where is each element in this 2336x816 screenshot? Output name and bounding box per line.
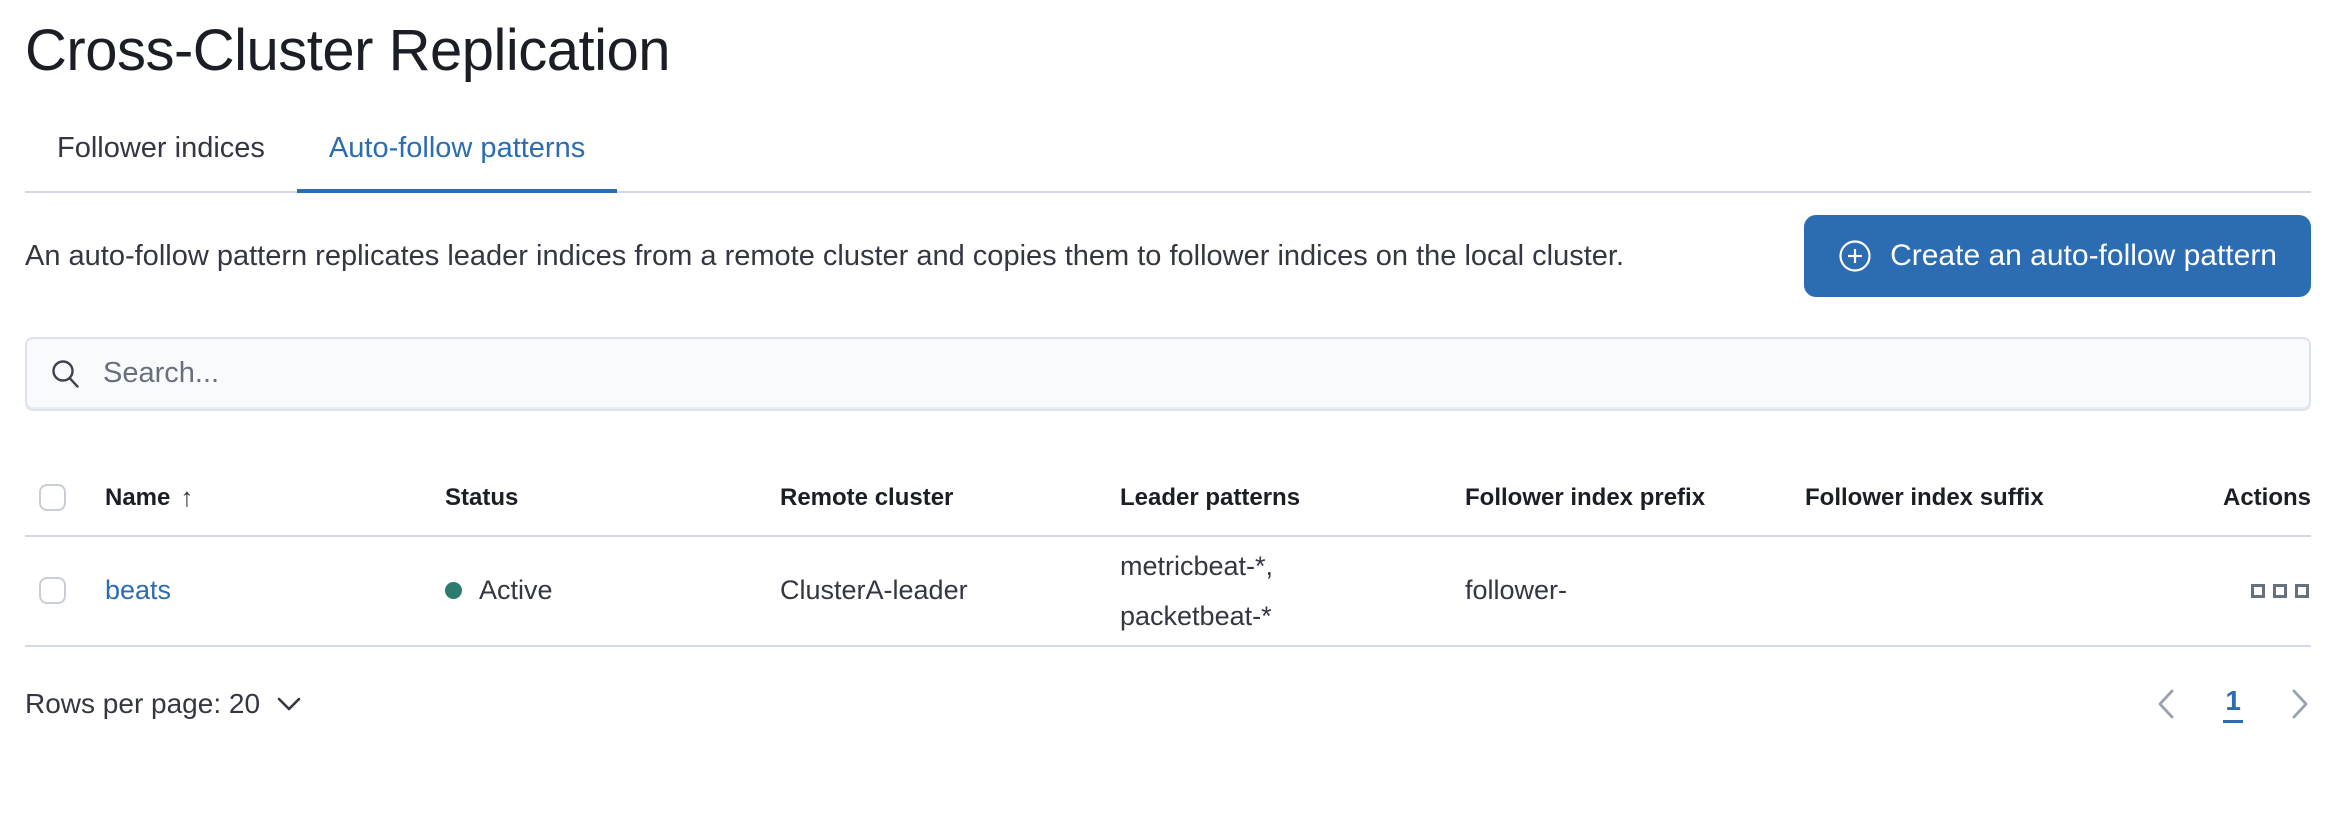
chevron-left-icon: [2155, 687, 2177, 721]
leader-pattern-line: metricbeat-*,: [1120, 550, 1274, 581]
boxes-horizontal-icon: [2251, 583, 2309, 598]
cell-name: beats: [105, 575, 445, 606]
next-page-button[interactable]: [2289, 687, 2311, 721]
row-select-cell: [25, 577, 105, 605]
select-all-checkbox[interactable]: [39, 484, 66, 512]
auto-follow-patterns-table: Name ↑ Status Remote cluster Leader patt…: [25, 461, 2311, 723]
select-row-checkbox[interactable]: [39, 577, 66, 605]
table-row: beats Active ClusterA-leader metricbeat-…: [25, 537, 2311, 647]
row-actions-button[interactable]: [2249, 580, 2311, 602]
cell-actions: [2150, 580, 2311, 602]
column-header-remote-cluster: Remote cluster: [780, 483, 954, 511]
cell-follower-index-prefix: follower-: [1465, 575, 1568, 606]
description-text: An auto-follow pattern replicates leader…: [25, 239, 1625, 272]
pagination: 1: [2155, 685, 2311, 723]
column-header-name-label: Name: [105, 483, 171, 511]
column-header-name[interactable]: Name ↑: [105, 482, 445, 513]
table-footer: Rows per page: 20 1: [25, 647, 2311, 723]
intro-section: An auto-follow pattern replicates leader…: [25, 214, 2311, 297]
column-header-follower-index-prefix: Follower index prefix: [1465, 483, 1706, 511]
sort-ascending-arrow-icon: ↑: [180, 482, 194, 513]
cell-remote-cluster: ClusterA-leader: [780, 575, 968, 606]
column-header-status: Status: [445, 483, 519, 511]
create-auto-follow-pattern-button[interactable]: Create an auto-follow pattern: [1804, 214, 2311, 297]
previous-page-button[interactable]: [2155, 687, 2177, 721]
create-button-label: Create an auto-follow pattern: [1890, 238, 2277, 272]
column-header-actions: Actions: [2222, 483, 2311, 511]
leader-pattern-line: packetbeat-*: [1120, 600, 1272, 631]
column-header-follower-index-suffix: Follower index suffix: [1805, 483, 2044, 511]
rows-per-page-control[interactable]: Rows per page: 20: [25, 688, 302, 720]
tab-bar: Follower indices Auto-follow patterns: [25, 120, 2311, 193]
status-label: Active: [479, 575, 553, 606]
page-title: Cross-Cluster Replication: [25, 18, 671, 83]
tab-auto-follow-patterns[interactable]: Auto-follow patterns: [296, 120, 618, 193]
select-all-cell: [25, 484, 105, 512]
cell-leader-patterns: metricbeat-*, packetbeat-*: [1120, 541, 1465, 641]
search-bar: [25, 336, 2311, 411]
search-input[interactable]: [103, 357, 2287, 391]
rows-per-page-label: Rows per page: 20: [25, 687, 261, 719]
chevron-right-icon: [2289, 687, 2311, 721]
chevron-down-icon: [276, 696, 302, 712]
tab-follower-indices[interactable]: Follower indices: [57, 131, 265, 164]
page-number-1[interactable]: 1: [2223, 685, 2243, 723]
cross-cluster-replication-page: Cross-Cluster Replication Follower indic…: [0, 16, 2336, 816]
column-header-leader-patterns: Leader patterns: [1120, 483, 1301, 511]
search-icon: [49, 357, 83, 391]
pattern-name-link[interactable]: beats: [105, 575, 172, 606]
status-active-dot-icon: [445, 582, 462, 600]
cell-status: Active: [445, 575, 780, 606]
table-header-row: Name ↑ Status Remote cluster Leader patt…: [25, 461, 2311, 537]
plus-in-circle-icon: [1838, 239, 1872, 273]
